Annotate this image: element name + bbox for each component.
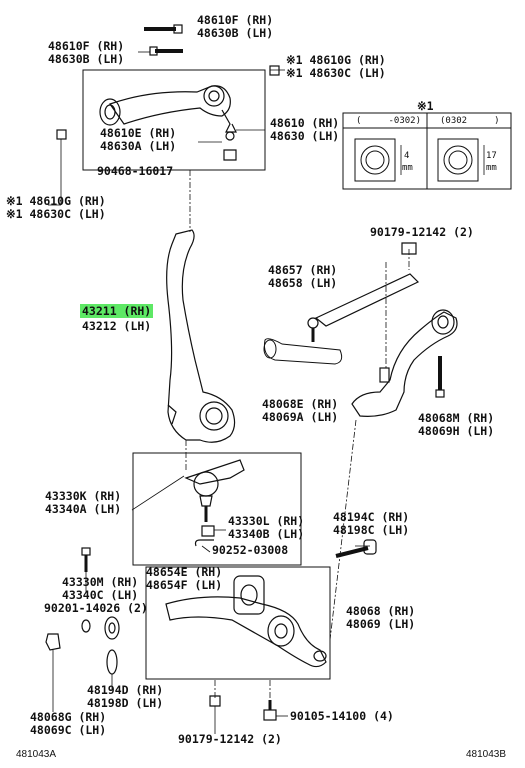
- bolt-90105: [263, 700, 288, 721]
- bolt-48194c: [335, 539, 377, 558]
- inset-note: ※1: [417, 99, 434, 113]
- label-48069c-lh: 48069C (LH): [30, 723, 107, 737]
- label-48630b-lh-top: 48630B (LH): [197, 26, 274, 40]
- label-48610f-rh-top: 48610F (RH): [197, 13, 274, 27]
- inset-col1-header: ( -0302): [356, 116, 422, 126]
- label-90179-bottom: 90179-12142 (2): [178, 732, 282, 746]
- label-90105-14100: 90105-14100 (4): [290, 709, 394, 723]
- figure-ref-left: 481043A: [16, 749, 57, 760]
- label-48194d-rh: 48194D (RH): [87, 683, 164, 697]
- cotter-pin-90252: [194, 539, 214, 547]
- label-48657-rh: 48657 (RH): [268, 263, 338, 277]
- label-48194c-rh: 48194C (RH): [333, 510, 410, 524]
- lower-control-arm: [165, 575, 327, 668]
- label-90468-16017: 90468-16017: [97, 164, 174, 178]
- inset-dim1-unit: mm: [402, 163, 413, 173]
- lower-arm-48068e: [351, 309, 458, 417]
- label-48610g-rh-right: ※1 48610G (RH): [286, 53, 386, 67]
- nut-48610g-left: [56, 129, 67, 140]
- label-48654f-lh: 48654F (LH): [146, 578, 223, 592]
- label-43330k-rh: 43330K (RH): [45, 489, 122, 503]
- label-48654e-rh: 48654E (RH): [146, 565, 223, 579]
- inset-dim2-unit: mm: [486, 163, 497, 173]
- label-43340b-lh: 43340B (LH): [228, 527, 305, 541]
- nut-90468: [223, 149, 237, 161]
- inset-dim1-value: 4: [404, 151, 410, 161]
- centerlines: [185, 170, 410, 700]
- label-48069-lh: 48069 (LH): [346, 617, 416, 631]
- label-43330m-rh: 43330M (RH): [62, 575, 139, 589]
- label-48658-lh: 48658 (LH): [268, 276, 338, 290]
- label-90252-03008: 90252-03008: [212, 543, 289, 557]
- bushing-48654e: [104, 616, 120, 640]
- leader-lines-upper: [48, 51, 285, 206]
- label-48068e-rh: 48068E (RH): [262, 397, 339, 411]
- label-48069a-lh: 48069A (LH): [262, 410, 339, 424]
- label-48630a-lh: 48630A (LH): [100, 139, 177, 153]
- lower-arm-group-frame: [145, 566, 331, 680]
- label-48610g-rh-left: ※1 48610G (RH): [6, 194, 106, 208]
- label-43330l-rh: 43330L (RH): [228, 514, 305, 528]
- label-43340a-lh: 43340A (LH): [45, 502, 122, 516]
- highlight-43211[interactable]: 43211 (RH): [80, 304, 154, 318]
- label-48630c-lh-right: ※1 48630C (LH): [286, 66, 386, 80]
- label-48610f-rh: 48610F (RH): [48, 39, 125, 53]
- label-48198c-lh: 48198C (LH): [333, 523, 410, 537]
- figure-ref-right: 481043B: [466, 749, 507, 760]
- label-48610-rh: 48610 (RH): [270, 116, 340, 130]
- label-43340c-lh: 43340C (LH): [62, 588, 139, 602]
- nut-48068g: [45, 633, 61, 651]
- label-43212-lh: 43212 (LH): [82, 319, 152, 333]
- label-43211-rh[interactable]: 43211 (RH): [80, 304, 154, 318]
- label-48630b-lh: 48630B (LH): [48, 52, 125, 66]
- nut-90179-top: [401, 242, 417, 255]
- label-90179-top: 90179-12142 (2): [370, 225, 474, 239]
- cam-48194d: [106, 649, 118, 690]
- bolt-43330m: [81, 547, 91, 572]
- inset-table: [342, 112, 512, 190]
- bolt-48068m: [435, 356, 445, 398]
- label-48069h-lh: 48069H (LH): [418, 424, 495, 438]
- upper-arm-group-frame: [82, 69, 266, 171]
- label-48630-lh: 48630 (LH): [270, 129, 340, 143]
- label-48610e-rh: 48610E (RH): [100, 126, 177, 140]
- stabilizer-bar: [263, 338, 343, 365]
- inset-dim2-value: 17: [486, 151, 497, 161]
- bolt-48610f-second: [149, 46, 183, 56]
- label-48068m-rh: 48068M (RH): [418, 411, 495, 425]
- upper-control-arm: [99, 85, 237, 141]
- label-48068g-rh: 48068G (RH): [30, 710, 107, 724]
- label-48630c-lh-left: ※1 48630C (LH): [6, 207, 106, 221]
- bolt-48610f-top: [144, 24, 183, 34]
- lower-ball-joint: [184, 459, 245, 522]
- inset-col2-header: (0302 ): [440, 116, 500, 126]
- steering-knuckle: [166, 229, 236, 443]
- label-90201-14026: 90201-14026 (2): [44, 601, 148, 615]
- label-48198d-lh: 48198D (LH): [87, 696, 164, 710]
- washer-90201: [81, 619, 91, 633]
- nut-43330l: [201, 525, 215, 537]
- nut-48610g-right: [269, 65, 280, 76]
- nut-90179-bottom: [209, 695, 221, 734]
- strut-rod-48657: [307, 273, 420, 342]
- label-48068-rh: 48068 (RH): [346, 604, 416, 618]
